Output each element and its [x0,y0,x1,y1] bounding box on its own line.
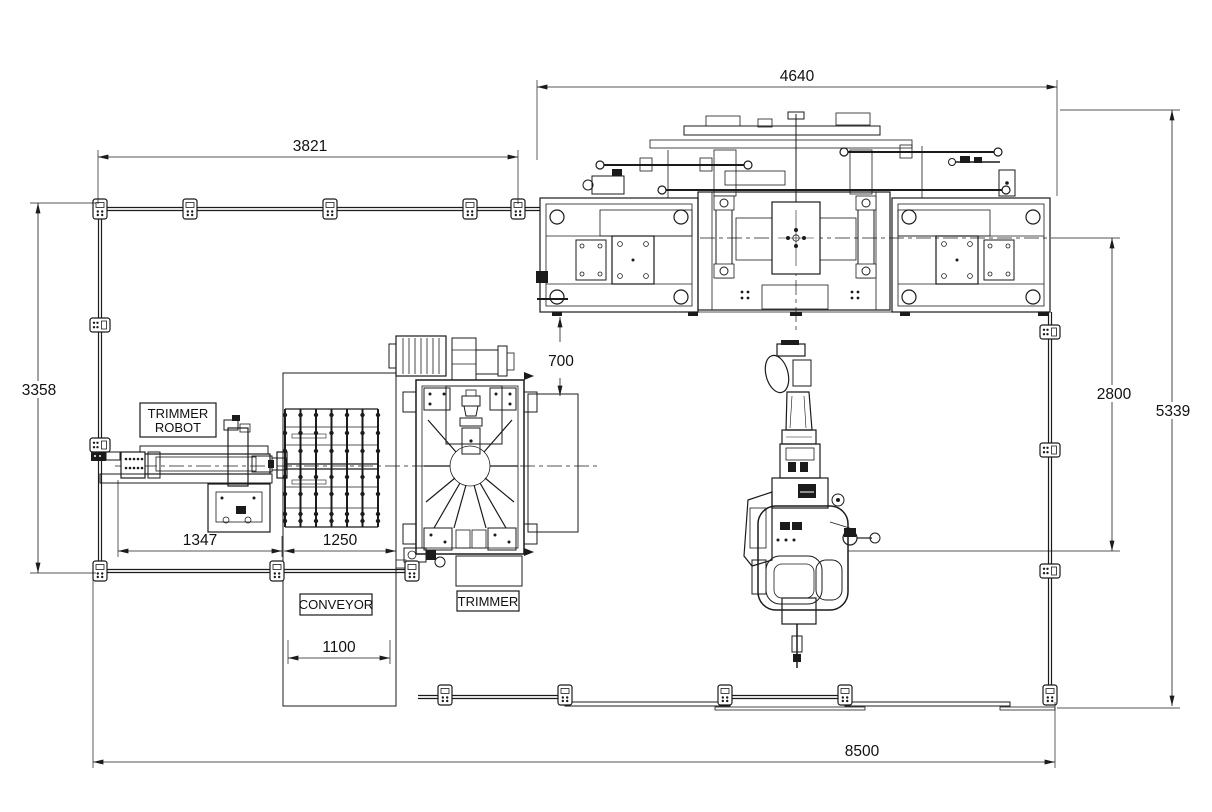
trimmer-motor [388,335,515,381]
press-top-structure [536,111,1016,300]
dimension-3821: 3821 [97,138,519,204]
label-box-trimmer: TRIMMER [456,590,520,612]
sliding-gate [564,701,731,707]
dim-label-2800: 2800 [1097,386,1132,403]
press-left-table [539,197,699,313]
sliding-gate [714,706,866,711]
label-box-conveyor: CONVEYOR [299,593,373,616]
dimension-8500: 8500 [92,578,1056,768]
dimension-4640: 4640 [536,68,1058,196]
trimmer-body [402,372,538,556]
trimmer-work-area [527,393,579,533]
dim-label-1347: 1347 [183,532,217,549]
dim-label-8500: 8500 [845,743,880,760]
pallet-rack [282,408,381,528]
dimension-1250: 1250 [284,532,396,554]
dimension-700: 700 [548,317,574,396]
equipment-labels: TRIMMER ROBOT CONVEYOR TRIMMER [139,402,520,616]
press-machine [536,111,1051,316]
dim-label-1100: 1100 [322,639,356,656]
conveyor [282,372,397,707]
dimension-1347: 1347 [117,480,283,557]
dim-label-3821: 3821 [293,138,327,155]
trimmer-machine [388,335,579,587]
label-trimmer-robot-line2: ROBOT [155,420,201,435]
trimmer-robot-unit [91,415,288,533]
press-right-table [891,197,1051,313]
trimmer-robot-base [207,483,271,533]
trimmer-tool [459,389,483,455]
dimension-3358: 3358 [16,202,96,574]
label-conveyor: CONVEYOR [299,597,373,612]
robot [743,340,881,668]
dimension-5339: 5339 [1057,109,1195,709]
label-trimmer: TRIMMER [458,594,519,609]
press-feet [552,312,1048,316]
label-trimmer-robot-line1: TRIMMER [148,406,209,421]
sliding-gate [999,706,1056,711]
label-box-trimmer-robot: TRIMMER ROBOT [139,402,217,438]
dim-label-4640: 4640 [780,68,815,85]
dim-label-700: 700 [548,353,574,370]
dimension-1100: 1100 [287,639,391,664]
dim-label-5339: 5339 [1156,403,1190,420]
press-center-section [697,191,891,311]
safety-fence [89,198,1061,711]
fence-posts [89,198,1061,706]
dimension-2800: 2800 [1091,238,1136,551]
fence-rails [95,206,1056,711]
trimmer-ribs [424,419,518,529]
gripper-pins [124,457,144,470]
trimmer-pump-unit [395,547,446,569]
centerlines [115,118,1120,552]
dimensions: 4640 3821 3358 5339 2800 [16,68,1195,768]
dim-label-3358: 3358 [22,382,56,399]
sliding-gate [844,701,1011,707]
dim-label-1250: 1250 [323,532,358,549]
